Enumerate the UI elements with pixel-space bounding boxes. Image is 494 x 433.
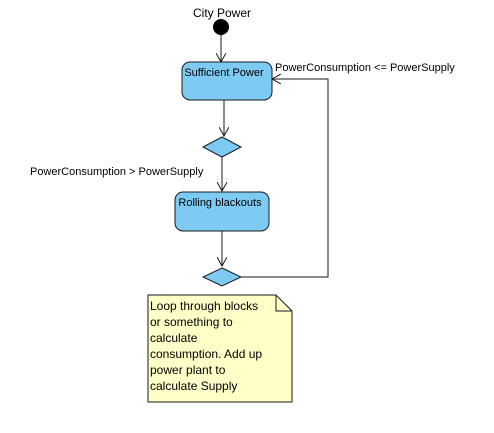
note-line: calculate Supply xyxy=(150,379,238,393)
note-box xyxy=(147,294,293,403)
note-text: Loop through blocks or something to calc… xyxy=(150,298,288,394)
note-line: consumption. Add up xyxy=(150,347,263,361)
decision-node-1[interactable] xyxy=(201,136,243,158)
note-line: power plant to xyxy=(150,363,226,377)
diagram-title: City Power xyxy=(193,6,251,20)
note-line: Loop through blocks xyxy=(150,299,259,313)
decision-node-2[interactable] xyxy=(201,267,243,287)
initial-node[interactable] xyxy=(213,19,229,35)
note-line: or something to xyxy=(150,315,233,329)
state-sufficient-power-label: Sufficient Power xyxy=(184,67,264,79)
note-line: calculate xyxy=(150,331,198,345)
note-fold xyxy=(275,295,292,312)
transition-loop-back xyxy=(241,79,329,278)
guard-loop-back: PowerConsumption <= PowerSupply xyxy=(275,62,455,74)
state-rolling-blackouts-label: Rolling blackouts xyxy=(178,197,262,209)
guard-to-blackouts: PowerConsumption > PowerSupply xyxy=(30,166,204,178)
